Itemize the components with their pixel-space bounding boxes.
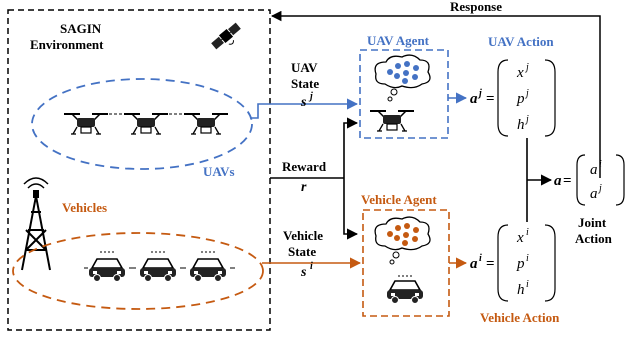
uav-drone-icon-1 xyxy=(63,113,109,135)
vehicle-car-icon-2 xyxy=(139,258,177,283)
uavs-label: UAVs xyxy=(203,164,235,179)
environment-title-line2: Environment xyxy=(30,37,104,52)
uav-action-row-1: x xyxy=(516,65,524,81)
uav-action-equals: = xyxy=(486,91,495,107)
reward-arrow-up xyxy=(343,117,359,178)
uav-action-label: UAV Action xyxy=(488,34,554,49)
uav-agent-box xyxy=(359,49,449,139)
joint-action-line2: Action xyxy=(575,231,613,246)
vehicle-action-row-2: p xyxy=(516,256,525,272)
uav-action-lhs: a xyxy=(470,91,478,107)
vehicle-car-icon-1 xyxy=(88,258,126,283)
joint-action-right-paren xyxy=(615,154,625,206)
environment-title-line1: SAGIN xyxy=(60,21,102,36)
reward-arrow-down xyxy=(343,178,359,240)
response-arrow xyxy=(270,10,601,178)
joint-action-row-2-sup: j xyxy=(597,183,602,194)
uav-action-row-3-sup: j xyxy=(524,114,529,125)
vehicle-action-row-3: h xyxy=(517,282,525,298)
reward-symbol: r xyxy=(301,180,307,195)
vehicle-action-row-3-sup: i xyxy=(526,279,529,290)
vehicle-action-left-paren xyxy=(497,224,509,302)
uav-action-left-paren xyxy=(497,59,509,137)
uav-action-row-2: p xyxy=(516,91,525,107)
cell-tower-icon xyxy=(21,177,51,271)
uav-agent-drone-icon xyxy=(369,110,415,132)
joint-action-lhs: a xyxy=(554,173,562,189)
uav-state-line2: State xyxy=(291,76,319,91)
uav-state-symbol: s xyxy=(300,95,307,110)
satellite-icon xyxy=(211,22,241,50)
uav-state-sup: j xyxy=(308,91,313,102)
vehicle-car-icon-3 xyxy=(189,258,227,283)
vehicle-signal-marks xyxy=(84,251,235,269)
uav-group-ellipse xyxy=(31,78,253,170)
uav-action-right-paren xyxy=(544,59,556,137)
joint-action-left-paren xyxy=(576,154,586,206)
uav-drone-icon-2 xyxy=(123,113,169,135)
uav-agent-label: UAV Agent xyxy=(367,33,430,48)
response-label: Response xyxy=(450,0,502,14)
uav-state-arrow xyxy=(250,98,359,119)
vehicle-state-line1: Vehicle xyxy=(283,228,323,243)
vehicle-agent-car-icon xyxy=(386,280,424,305)
joint-action-line1: Joint xyxy=(578,215,607,230)
uav-action-row-3: h xyxy=(517,117,525,133)
vehicle-action-right-paren xyxy=(544,224,556,302)
reward-label: Reward xyxy=(282,159,327,174)
uav-action-row-2-sup: j xyxy=(524,88,529,99)
joint-action-row-1-sup: i xyxy=(599,159,602,170)
vehicle-agent-label: Vehicle Agent xyxy=(361,192,437,207)
vehicle-agent-thought-cloud-icon xyxy=(374,216,431,265)
vehicle-action-lhs-sup: i xyxy=(479,253,482,264)
uav-state-line1: UAV xyxy=(291,60,318,75)
joint-action-row-1: a xyxy=(590,162,598,178)
vehicle-state-line2: State xyxy=(288,244,316,259)
uav-action-row-1-sup: j xyxy=(524,62,529,73)
uav-agent-thought-cloud-icon xyxy=(374,54,431,102)
vehicle-action-row-1: x xyxy=(516,230,524,246)
vehicle-action-row-1-sup: i xyxy=(526,227,529,238)
vehicle-state-sup: i xyxy=(310,261,313,272)
vehicle-action-row-2-sup: i xyxy=(526,253,529,264)
vehicle-action-lhs: a xyxy=(470,256,478,272)
joint-action-equals: = xyxy=(563,173,572,189)
uav-drone-icon-3 xyxy=(183,113,229,135)
uav-action-lhs-sup: j xyxy=(477,88,482,99)
vehicle-action-equals: = xyxy=(486,256,495,272)
joint-action-row-2: a xyxy=(590,186,598,202)
vehicle-group-ellipse xyxy=(12,232,264,310)
vehicles-label: Vehicles xyxy=(62,200,107,215)
vehicle-state-symbol: s xyxy=(300,265,307,280)
vehicle-action-label: Vehicle Action xyxy=(480,310,560,325)
sagin-environment-box xyxy=(7,9,271,331)
